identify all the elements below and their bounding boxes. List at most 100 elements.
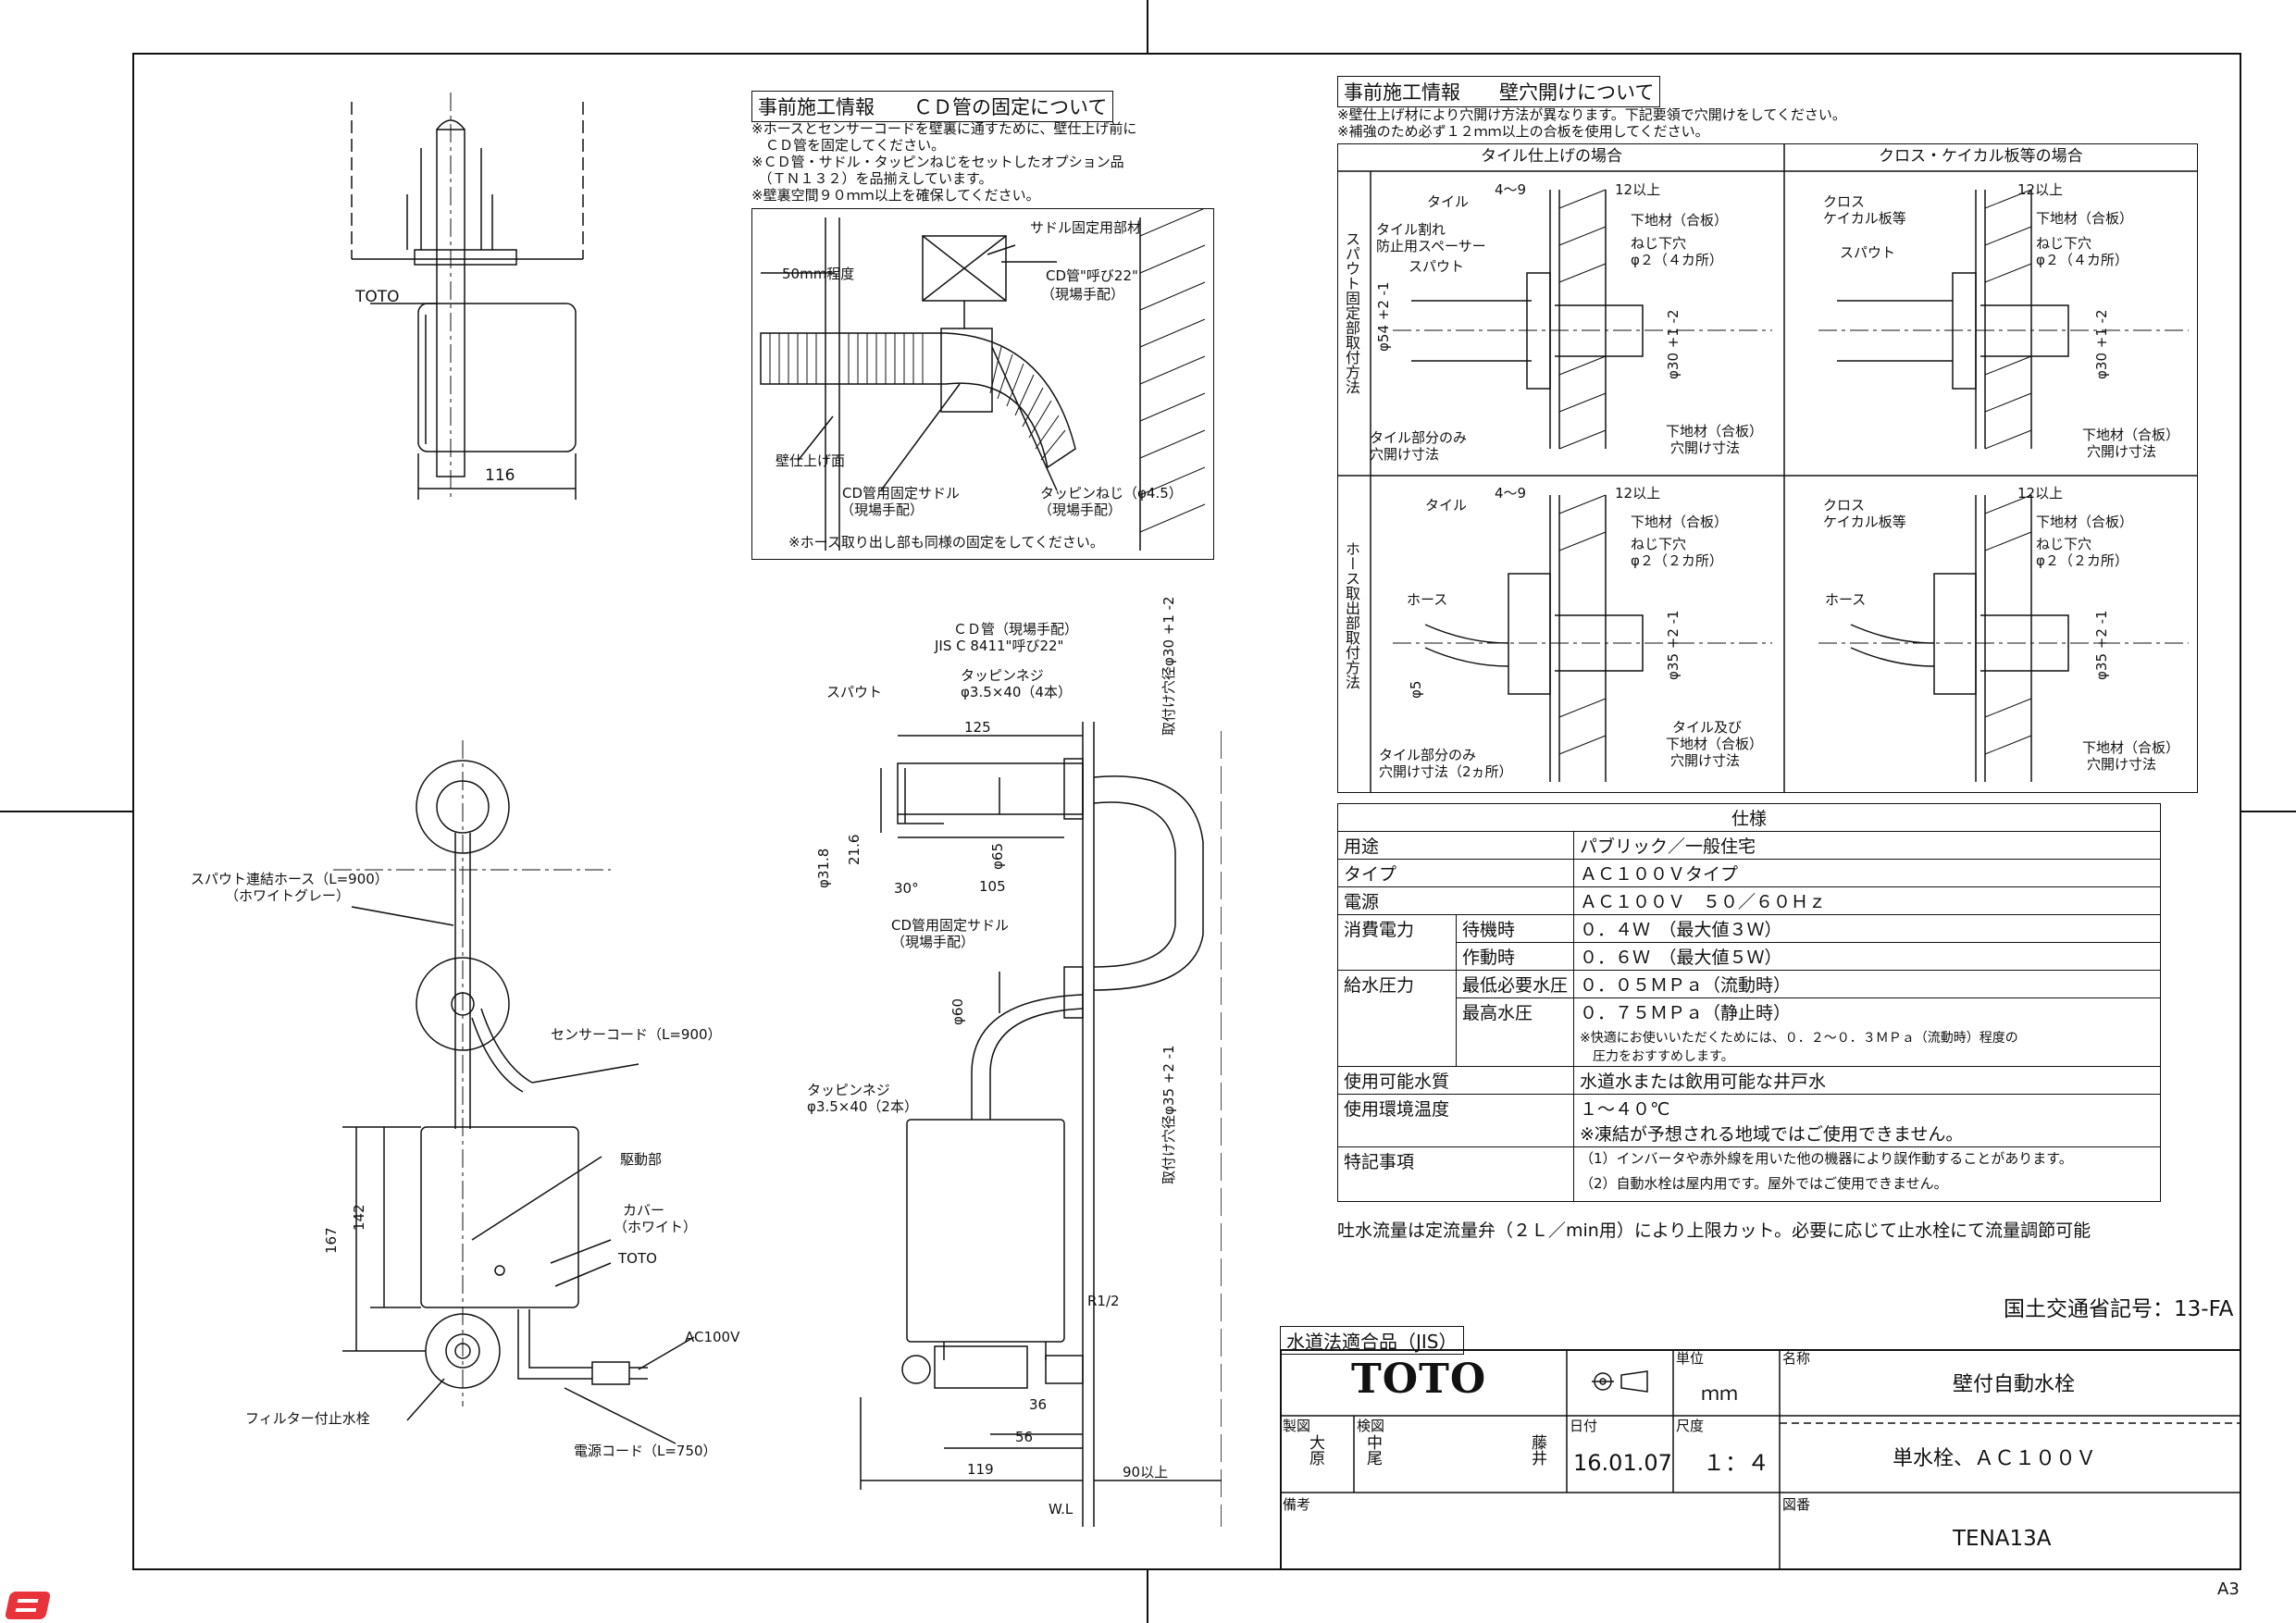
sv-tapping-4: タッピンネジ — [961, 667, 1044, 684]
sv-wl: W.L — [1049, 1501, 1074, 1518]
sv-dim-90: 90以上 — [1123, 1464, 1169, 1481]
cs-cloth-1: クロス — [1823, 193, 1866, 210]
spec-val-type: ＡＣ１００Ｖタイプ — [1573, 859, 2161, 887]
spec-key-power: 電源 — [1336, 886, 1575, 915]
ch-hose: ホース — [1825, 591, 1867, 608]
th-tile-sub-2: 下地材（合板） — [1666, 736, 1764, 752]
front-view-drawing — [333, 740, 695, 1444]
third-angle-projection-icon — [1592, 1369, 1651, 1394]
ts-d54: φ54 +2 -1 — [1375, 281, 1392, 352]
spec-special-1: （1）インバータや赤外線を用いた他の機器により誤作動することがあります。 — [1580, 1150, 2073, 1167]
drawing-no: TENA13A — [1953, 1527, 2052, 1551]
flow-note: 吐水流量は定流量弁（２Ｌ／min用）により上限カット。必要に応じて止水栓にて流量… — [1337, 1220, 2091, 1241]
sv-r12: R1/2 — [1087, 1293, 1120, 1309]
ts-d30: φ30 +1 -2 — [1665, 309, 1682, 379]
checked-label: 検図 — [1357, 1418, 1385, 1434]
spec-key-water: 使用可能水質 — [1336, 1066, 1575, 1095]
spec-val-power: ＡＣ１００Ｖ ５０／６０Ｈｚ — [1573, 886, 2161, 915]
spec-key-consumption: 消費電力 — [1337, 914, 1457, 971]
cs-d30: φ30 +1 -2 — [2093, 309, 2110, 379]
sv-tapping-4-dim: φ3.5×40（4本） — [961, 684, 1072, 700]
ch-pilot-dim: φ２（２カ所） — [2036, 552, 2128, 569]
ch-cloth-2: ケイカル板等 — [1823, 514, 1906, 530]
th-dim-12: 12以上 — [1615, 485, 1661, 502]
spec-val-standby: ０．４Ｗ （最大値３Ｗ） — [1573, 914, 2161, 943]
date-label: 日付 — [1570, 1418, 1598, 1434]
cd-note-1: ※ホースとセンサーコードを壁裏に通すために、壁仕上げ前に — [751, 120, 1137, 137]
spec-val-operating: ０．６Ｗ （最大値５Ｗ） — [1573, 942, 2161, 971]
wall-note-1: ※壁仕上げ材により穴開け方法が異なります。下記要領で穴開けをしてください。 — [1337, 106, 1846, 123]
sv-tapping-2-dim: φ3.5×40（2本） — [807, 1098, 918, 1115]
label-cd-saddle: CD管用固定サドル — [842, 485, 961, 502]
wall-note-2: ※補強のため必ず１２ｍｍ以上の合板を使用してください。 — [1337, 123, 1709, 140]
row-spout-label: スパウト固定部取付方法 — [1343, 231, 1360, 394]
fv-spout-hose-color: （ホワイトグレー） — [225, 887, 351, 904]
cs-dim-12: 12以上 — [2017, 181, 2064, 198]
label-saddle-member: サドル固定用部材 — [1030, 219, 1142, 236]
cs-spout: スパウト — [1840, 244, 1896, 261]
cd-section-diagram — [751, 208, 1214, 560]
spec-key-max-pressure: 最高水圧 — [1455, 997, 1575, 1067]
spec-special-2: （2）自動水栓は屋内用です。屋外ではご使用できません。 — [1580, 1175, 1948, 1192]
spec-val-min-pressure: ０．０５ＭＰａ（流動時） — [1573, 970, 2161, 998]
drawn-label: 製図 — [1283, 1418, 1311, 1434]
ts-pilot-dim: φ２（４カ所） — [1631, 252, 1723, 268]
th-dim-4-9: 4～9 — [1495, 485, 1527, 502]
ts-sub-hole-2: 穴開け寸法 — [1670, 440, 1741, 456]
fv-cover-color: （ホワイト） — [614, 1219, 698, 1235]
name-label: 名称 — [1782, 1350, 1811, 1367]
toto-label-top: TOTO — [355, 288, 400, 306]
wall-section-header: 事前施工情報 壁穴開けについて — [1337, 76, 1661, 107]
spec-val-temp: １～４０℃ — [1580, 1099, 1670, 1120]
spec-key-special: 特記事項 — [1336, 1146, 1575, 1202]
cd-pipe-illustration — [760, 208, 1206, 551]
sv-hole-30: 取付け穴径φ30 +1 -2 — [1160, 596, 1177, 736]
sv-cd-saddle: CD管用固定サドル — [891, 917, 1010, 934]
checked-by-2: 藤井 — [1528, 1434, 1546, 1466]
th-tile-sub-1: タイル及び — [1672, 719, 1743, 736]
spec-pressure-note-2: 圧力をおすすめします。 — [1580, 1049, 1734, 1064]
spec-table: 仕様 用途 パブリック／一般住宅 タイプ ＡＣ１００Ｖタイプ 電源 ＡＣ１００Ｖ… — [1336, 803, 2161, 1202]
unit-value: ｍｍ — [1701, 1382, 1738, 1405]
th-d35: φ35 +2 -1 — [1665, 610, 1682, 680]
sv-d21-6: 21.6 — [846, 834, 863, 865]
wall-section-grid — [1337, 143, 2198, 793]
label-approx-50: 50mm程度 — [782, 266, 855, 282]
label-cd-saddle-site: （現場手配） — [840, 502, 925, 518]
fv-power-cord: 電源コード（L=750） — [574, 1443, 717, 1459]
spec-row-power: 電源 ＡＣ１００Ｖ ５０／６０Ｈｚ — [1336, 886, 2161, 915]
cd-note-5: ※壁裏空間９０ｍｍ以上を確保してください。 — [751, 187, 1040, 204]
red-s-logo-icon — [4, 1592, 52, 1619]
spec-key-operating: 作動時 — [1455, 942, 1575, 971]
spec-key-temp: 使用環境温度 — [1336, 1094, 1575, 1147]
fv-dim-167: 167 — [323, 1227, 340, 1254]
date-value: 16.01.07 — [1573, 1450, 1672, 1476]
spec-row-usage: 用途 パブリック／一般住宅 — [1336, 831, 2161, 860]
cs-cloth-2: ケイカル板等 — [1823, 210, 1906, 227]
product-subtitle: 単水栓、ＡＣ１００Ｖ — [1893, 1447, 2097, 1470]
ts-tile: タイル — [1427, 193, 1470, 210]
product-name: 壁付自動水栓 — [1953, 1373, 2076, 1396]
spec-key-pressure: 給水圧力 — [1337, 970, 1457, 1067]
ts-spacer-1: タイル割れ — [1376, 221, 1446, 238]
title-block-grid — [1280, 1349, 2241, 1570]
col-tile: タイル仕上げの場合 — [1481, 147, 1622, 166]
side-view-drawing — [860, 722, 1222, 1527]
drawing-no-label: 図番 — [1782, 1496, 1811, 1513]
scale-value: １：４ — [1703, 1450, 1769, 1476]
cd-section-notes: ※ホースとセンサーコードを壁裏に通すために、壁仕上げ前に ＣＤ管を固定してくださ… — [751, 120, 1136, 204]
ts-dim-4-9: 4～9 — [1495, 181, 1527, 198]
th-tile-sub-3: 穴開け寸法 — [1670, 752, 1741, 769]
drawing-frame — [132, 53, 2241, 1570]
sv-cd-pipe: ＣＤ管（現場手配） — [953, 621, 1079, 638]
th-tile-only-1: タイル部分のみ — [1379, 747, 1477, 763]
sv-angle-30: 30° — [894, 880, 919, 897]
label-cd-pipe-22: CD管"呼び22" — [1046, 267, 1138, 284]
fv-drive-unit: 駆動部 — [620, 1151, 663, 1168]
ts-dim-12: 12以上 — [1615, 181, 1661, 198]
sv-hole-35: 取付け穴径φ35 +2 -1 — [1160, 1045, 1177, 1184]
spec-pressure-note-1: ※快適にお使いいただくためには、０．２～０．３ＭＰａ（流動時）程度の — [1580, 1031, 2018, 1046]
ts-sub-hole-1: 下地材（合板） — [1666, 423, 1764, 440]
spec-title: 仕様 — [1337, 803, 2161, 832]
th-pilot: ねじ下穴 — [1631, 536, 1687, 552]
